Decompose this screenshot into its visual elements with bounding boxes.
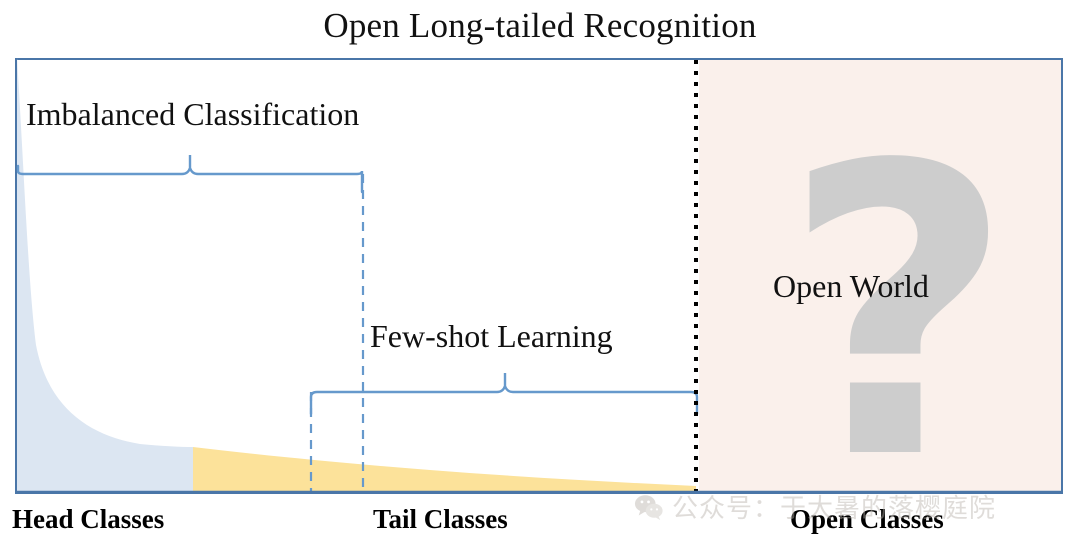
question-mark-icon: ?	[782, 82, 1015, 547]
wechat-icon	[634, 494, 663, 520]
axis-label-head-classes: Head Classes	[12, 504, 165, 534]
open-world-label: Open World	[773, 268, 929, 304]
axis-label-open-classes: Open Classes	[790, 504, 944, 534]
watermark: 公众号：于大暑的落樱庭院	[634, 488, 996, 525]
page-title: Open Long-tailed Recognition	[323, 6, 757, 45]
axis-label-tail-classes: Tail Classes	[373, 504, 508, 534]
few-shot-learning-label: Few-shot Learning	[370, 318, 613, 354]
imbalanced-classification-label: Imbalanced Classification	[26, 96, 360, 132]
watermark-text: 公众号：于大暑的落樱庭院	[672, 494, 997, 524]
